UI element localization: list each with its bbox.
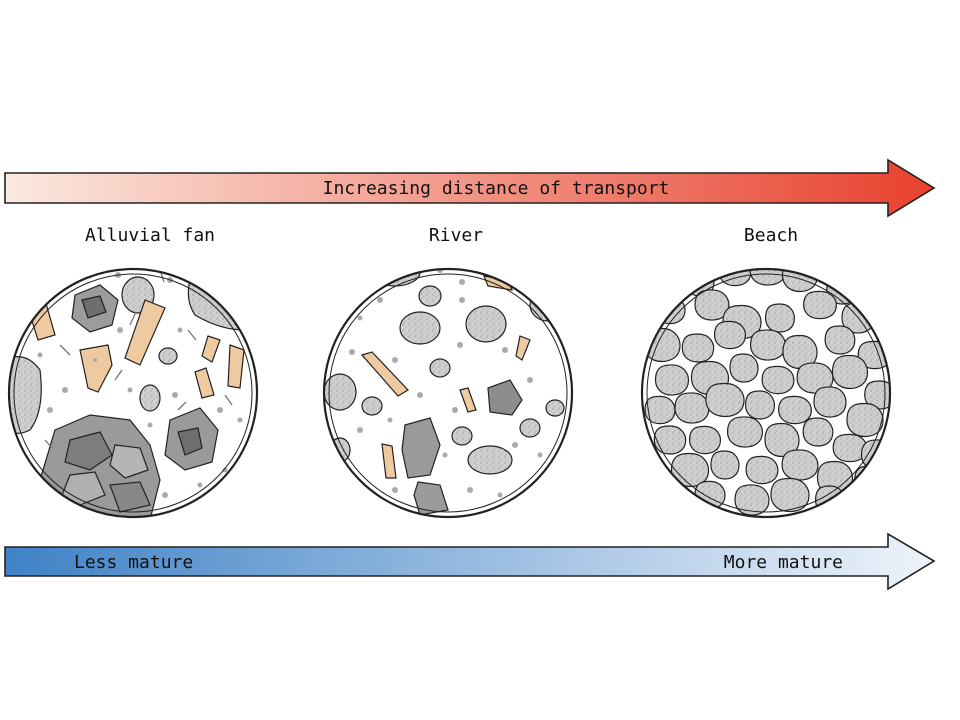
beach-sample [640, 267, 892, 519]
beach-sand-grain [643, 327, 681, 363]
beach-sand-grain [764, 422, 800, 458]
beach-sand-grain [653, 425, 687, 455]
beach-sand-grain [782, 334, 818, 370]
beach-sand-grain [681, 333, 715, 363]
top-arrow-shape [4, 158, 936, 218]
panel-label-alluvial-fan: Alluvial fan [85, 225, 215, 246]
beach-sand-grain [734, 484, 770, 516]
transport-distance-arrow: Increasing distance of transport [4, 158, 936, 218]
maturity-arrow: Less mature More mature [4, 532, 936, 591]
less-mature-label: Less mature [74, 552, 193, 573]
beach-sand-grain [726, 416, 764, 448]
beach-sand-grain [813, 386, 847, 418]
beach-sand-grain [781, 449, 819, 481]
beach-sand-grain [781, 269, 819, 293]
river-circle [322, 267, 574, 519]
beach-sand-grain [729, 353, 759, 383]
beach-sand-grain [705, 382, 745, 418]
beach-circle [640, 267, 892, 519]
beach-sand-grain [803, 290, 837, 320]
beach-sand-grain [831, 354, 869, 390]
beach-sand-grain [749, 329, 787, 361]
bottom-arrow-shape [4, 532, 936, 591]
alluvial-fan-circle [7, 267, 259, 519]
beach-sand-grain [778, 395, 812, 425]
beach-sand-grain [770, 477, 810, 513]
beach-sand-grain [802, 417, 834, 447]
beach-sand-grain [713, 320, 747, 350]
beach-sand-grain [688, 425, 722, 455]
beach-sand-grain [745, 455, 779, 485]
beach-sand-grain [761, 365, 795, 395]
panel-label-river: River [429, 225, 483, 246]
beach-sand-grain [654, 364, 690, 396]
beach-sand-grain [846, 402, 884, 438]
river-sample [322, 267, 574, 519]
beach-sand-grain [764, 303, 796, 333]
beach-sand-grain [710, 450, 740, 480]
beach-sand-grain [744, 390, 776, 420]
top-arrow-label: Increasing distance of transport [323, 178, 670, 199]
panel-label-beach: Beach [744, 225, 798, 246]
beach-sand-grain [824, 325, 856, 355]
beach-sand-grain [854, 465, 886, 495]
alluvial-fan-sample [7, 267, 259, 519]
beach-sand-grain [674, 392, 710, 424]
more-mature-label: More mature [724, 552, 843, 573]
